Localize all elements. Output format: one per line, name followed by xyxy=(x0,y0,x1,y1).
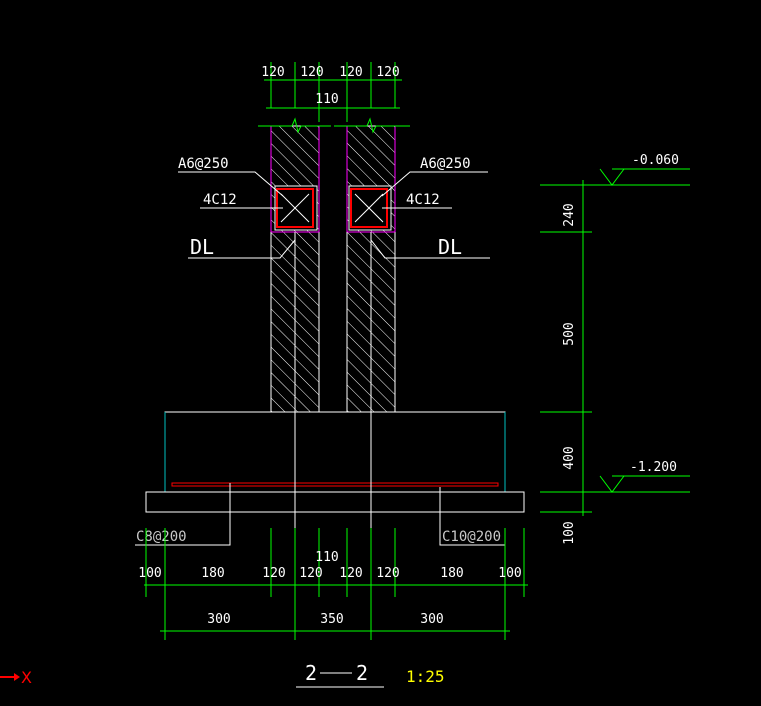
x-axis-label: X xyxy=(21,668,32,687)
bottom-rebar-label-left: C8@200 xyxy=(136,529,187,545)
elevation-marker-top xyxy=(540,168,690,186)
elevation-top-label: -0.060 xyxy=(632,153,679,168)
vertical-dimension-lines xyxy=(540,180,592,516)
bottom-dim-5: 120 xyxy=(339,566,362,581)
leader-lines xyxy=(135,171,505,546)
top-dim-4: 120 xyxy=(376,65,399,80)
elevation-marker-bottom xyxy=(540,475,690,493)
bottom-total-1: 300 xyxy=(207,612,230,627)
top-dim-2: 120 xyxy=(300,65,323,80)
scale-label: 1:25 xyxy=(406,667,445,686)
bottom-dim-4: 120 xyxy=(299,566,322,581)
section-label-left: 2 xyxy=(305,661,317,685)
bottom-dim-8: 100 xyxy=(498,566,521,581)
cushion-layer xyxy=(145,491,525,513)
top-dim-3: 120 xyxy=(339,65,362,80)
vdim-100: 100 xyxy=(562,521,577,544)
vdim-240: 240 xyxy=(562,203,577,226)
bottom-dim-2: 180 xyxy=(201,566,224,581)
bottom-rebar xyxy=(171,482,499,487)
bars-label-left: 4C12 xyxy=(203,192,237,208)
top-dimension-lines xyxy=(264,62,402,122)
bars-label-right: 4C12 xyxy=(406,192,440,208)
bottom-rebar-label-right: C10@200 xyxy=(442,529,501,545)
x-axis-arrow-icon xyxy=(0,673,20,681)
bottom-dim-6: 120 xyxy=(376,566,399,581)
vdim-500: 500 xyxy=(562,322,577,345)
beam-label-left: DL xyxy=(190,235,214,259)
section-label-right: 2 xyxy=(356,661,368,685)
vdim-400: 400 xyxy=(562,446,577,469)
elevation-bottom-label: -1.200 xyxy=(630,460,677,475)
beam-label-right: DL xyxy=(438,235,462,259)
bottom-dim-3: 120 xyxy=(262,566,285,581)
bottom-gap-dim: 110 xyxy=(315,550,338,565)
bottom-total-3: 300 xyxy=(420,612,443,627)
top-gap-dim: 110 xyxy=(315,92,338,107)
bottom-dim-7: 180 xyxy=(440,566,463,581)
stirrup-label-right: A6@250 xyxy=(420,156,471,172)
top-dim-1: 120 xyxy=(261,65,284,80)
break-line xyxy=(258,117,410,134)
footing xyxy=(164,411,506,493)
bottom-total-2: 350 xyxy=(320,612,343,627)
bottom-dimension-lines xyxy=(144,528,528,640)
stirrup-label-left: A6@250 xyxy=(178,156,229,172)
stirrup-left xyxy=(274,185,318,231)
bottom-dim-1: 100 xyxy=(138,566,161,581)
